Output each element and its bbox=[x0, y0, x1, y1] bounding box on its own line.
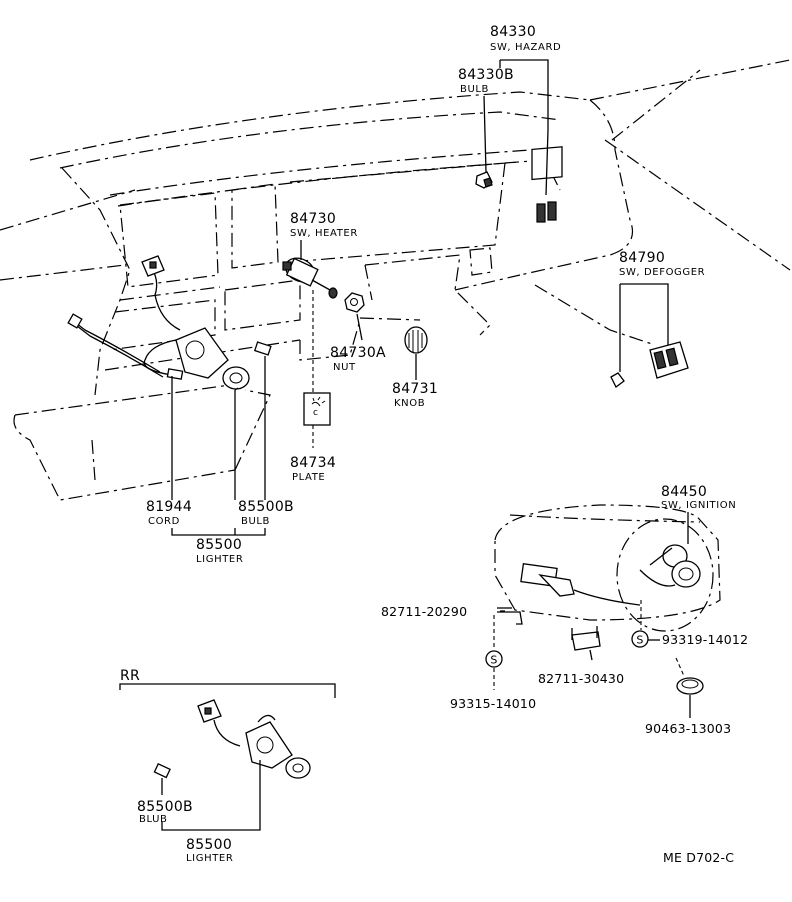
svg-text:S: S bbox=[490, 654, 497, 667]
label-rr-bulb-desc: BLUB bbox=[139, 814, 168, 825]
screw-symbol-b: S bbox=[631, 630, 649, 648]
label-screw-a: 93315-14010 bbox=[450, 696, 536, 711]
label-lighter-bulb-desc: BULB bbox=[241, 516, 270, 527]
label-clamp-b: 82711-30430 bbox=[538, 671, 624, 686]
label-clip: 90463-13003 bbox=[645, 721, 731, 736]
instrument-panel-outline bbox=[0, 59, 791, 501]
label-hazard-bulb-desc: BULB bbox=[460, 84, 489, 95]
label-hazard-bulb-num: 84330B bbox=[458, 67, 514, 83]
knob bbox=[404, 326, 428, 354]
label-lighter-num: 85500 bbox=[196, 537, 242, 553]
defogger-switch bbox=[610, 341, 689, 388]
part-labels: 84330 SW, HAZARD 84330B BULB 84730 SW, H… bbox=[120, 24, 748, 865]
label-ignition-desc: SW, IGNITION bbox=[661, 500, 736, 511]
lighter-assembly bbox=[67, 255, 272, 390]
label-clamp-a: 82711-20290 bbox=[381, 604, 467, 619]
label-hazard-num: 84330 bbox=[490, 24, 536, 40]
label-cord-desc: CORD bbox=[148, 516, 180, 527]
rr-lighter-assembly bbox=[119, 683, 336, 779]
diagram-code: ME D702-C bbox=[663, 850, 734, 865]
label-screw-b: 93319-14012 bbox=[662, 632, 748, 647]
label-nut-desc: NUT bbox=[333, 362, 356, 373]
screw-symbol-a: S bbox=[485, 650, 503, 668]
svg-text:S: S bbox=[636, 634, 643, 647]
label-rr-header: RR bbox=[120, 668, 140, 684]
clip-90463 bbox=[675, 657, 704, 695]
label-knob-num: 84731 bbox=[392, 381, 438, 397]
ignition-assembly bbox=[494, 504, 721, 632]
label-heater-num: 84730 bbox=[290, 211, 336, 227]
label-defogger-num: 84790 bbox=[619, 250, 665, 266]
label-plate-num: 84734 bbox=[290, 455, 336, 471]
label-ignition-num: 84450 bbox=[661, 484, 707, 500]
label-heater-desc: SW, HEATER bbox=[290, 228, 358, 239]
leader-lines bbox=[161, 59, 691, 831]
plate: c bbox=[303, 392, 331, 426]
label-cord-num: 81944 bbox=[146, 499, 192, 515]
heater-switch bbox=[282, 257, 338, 299]
hazard-bulb bbox=[475, 171, 493, 189]
label-defogger-desc: SW, DEFOGGER bbox=[619, 267, 705, 278]
label-lighter-desc: LIGHTER bbox=[196, 554, 243, 565]
label-hazard-desc: SW, HAZARD bbox=[490, 42, 561, 53]
clamp-82711-20290 bbox=[493, 607, 523, 650]
label-rr-lighter-desc: LIGHTER bbox=[186, 853, 233, 864]
label-rr-lighter-num: 85500 bbox=[186, 837, 232, 853]
clamp-82711-30430 bbox=[571, 626, 601, 651]
nut bbox=[344, 292, 365, 313]
svg-text:c: c bbox=[313, 408, 318, 418]
label-plate-desc: PLATE bbox=[292, 472, 325, 483]
label-lighter-bulb-num: 85500B bbox=[238, 499, 294, 515]
label-nut-num: 84730A bbox=[330, 345, 386, 361]
label-rr-bulb-num: 85500B bbox=[137, 799, 193, 815]
label-knob-desc: KNOB bbox=[394, 398, 425, 409]
